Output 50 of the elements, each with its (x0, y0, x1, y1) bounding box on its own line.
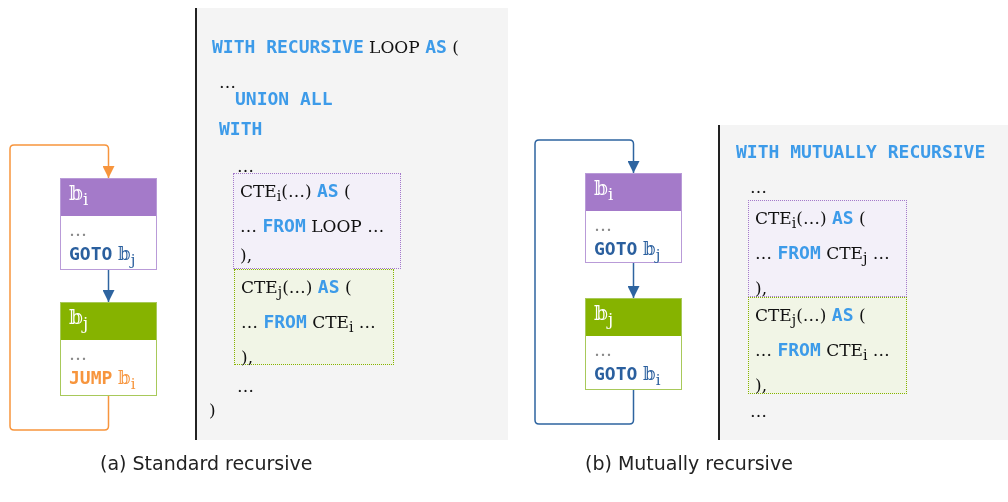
caption: (a) Standard recursive (100, 452, 313, 474)
code-line: … (237, 376, 254, 396)
cte-box (748, 297, 907, 394)
code-line: CTE$_{j}$(…) AS ( (240, 275, 353, 303)
code-panel (195, 8, 508, 440)
code-line: … (219, 72, 236, 92)
code-line: … FROM CTE$_{j}$ … (754, 241, 891, 269)
arrow (102, 269, 115, 303)
ellipsis: … (594, 214, 612, 235)
jump-statement: GOTO 𝕓$_{j}$ (69, 243, 136, 269)
code-line: ) (209, 400, 216, 420)
code-line: … FROM LOOP … (239, 214, 386, 239)
code-line: CTE$_{i}$(…) AS ( (754, 206, 867, 234)
ellipsis: … (69, 219, 87, 240)
jump-statement: JUMP 𝕓$_{i}$ (69, 367, 136, 393)
code-line: ), (239, 244, 254, 268)
block-header: 𝕓$_{i}$ (61, 179, 156, 216)
code-line: UNION ALL (235, 88, 333, 109)
code-block-box (585, 173, 682, 263)
code-line: ), (754, 276, 769, 300)
arrow (534, 139, 640, 425)
code-block-box (585, 298, 682, 390)
code-block-box (60, 302, 157, 396)
code-line: CTE$_{i}$(…) AS ( (239, 179, 352, 207)
block-header: 𝕓$_{j}$ (586, 299, 681, 336)
code-panel (718, 125, 1008, 440)
code-line: … (750, 401, 767, 421)
code-line: … (237, 156, 254, 176)
block-header: 𝕓$_{j}$ (61, 303, 156, 340)
caption: (b) Mutually recursive (585, 452, 793, 474)
arrow (9, 144, 115, 431)
jump-statement: GOTO 𝕓$_{j}$ (594, 238, 661, 264)
cte-box (234, 269, 394, 365)
ellipsis: … (594, 339, 612, 360)
block-header: 𝕓$_{i}$ (586, 174, 681, 211)
cte-box (233, 173, 401, 269)
code-block-box (60, 178, 157, 270)
code-line: WITH (219, 118, 263, 139)
code-line: WITH RECURSIVE LOOP AS ( (212, 36, 459, 57)
code-line: CTE$_{j}$(…) AS ( (754, 303, 867, 331)
code-line: WITH MUTUALLY RECURSIVE (736, 141, 986, 162)
jump-statement: GOTO 𝕓$_{i}$ (594, 363, 661, 389)
code-line: ), (754, 373, 769, 397)
code-line: … FROM CTE$_{i}$ … (754, 338, 891, 366)
arrow (627, 262, 640, 299)
ellipsis: … (69, 343, 87, 364)
code-line: … (750, 177, 767, 197)
cte-box (748, 200, 907, 297)
code-line: ), (240, 345, 255, 369)
code-line: … FROM CTE$_{i}$ … (240, 310, 377, 338)
